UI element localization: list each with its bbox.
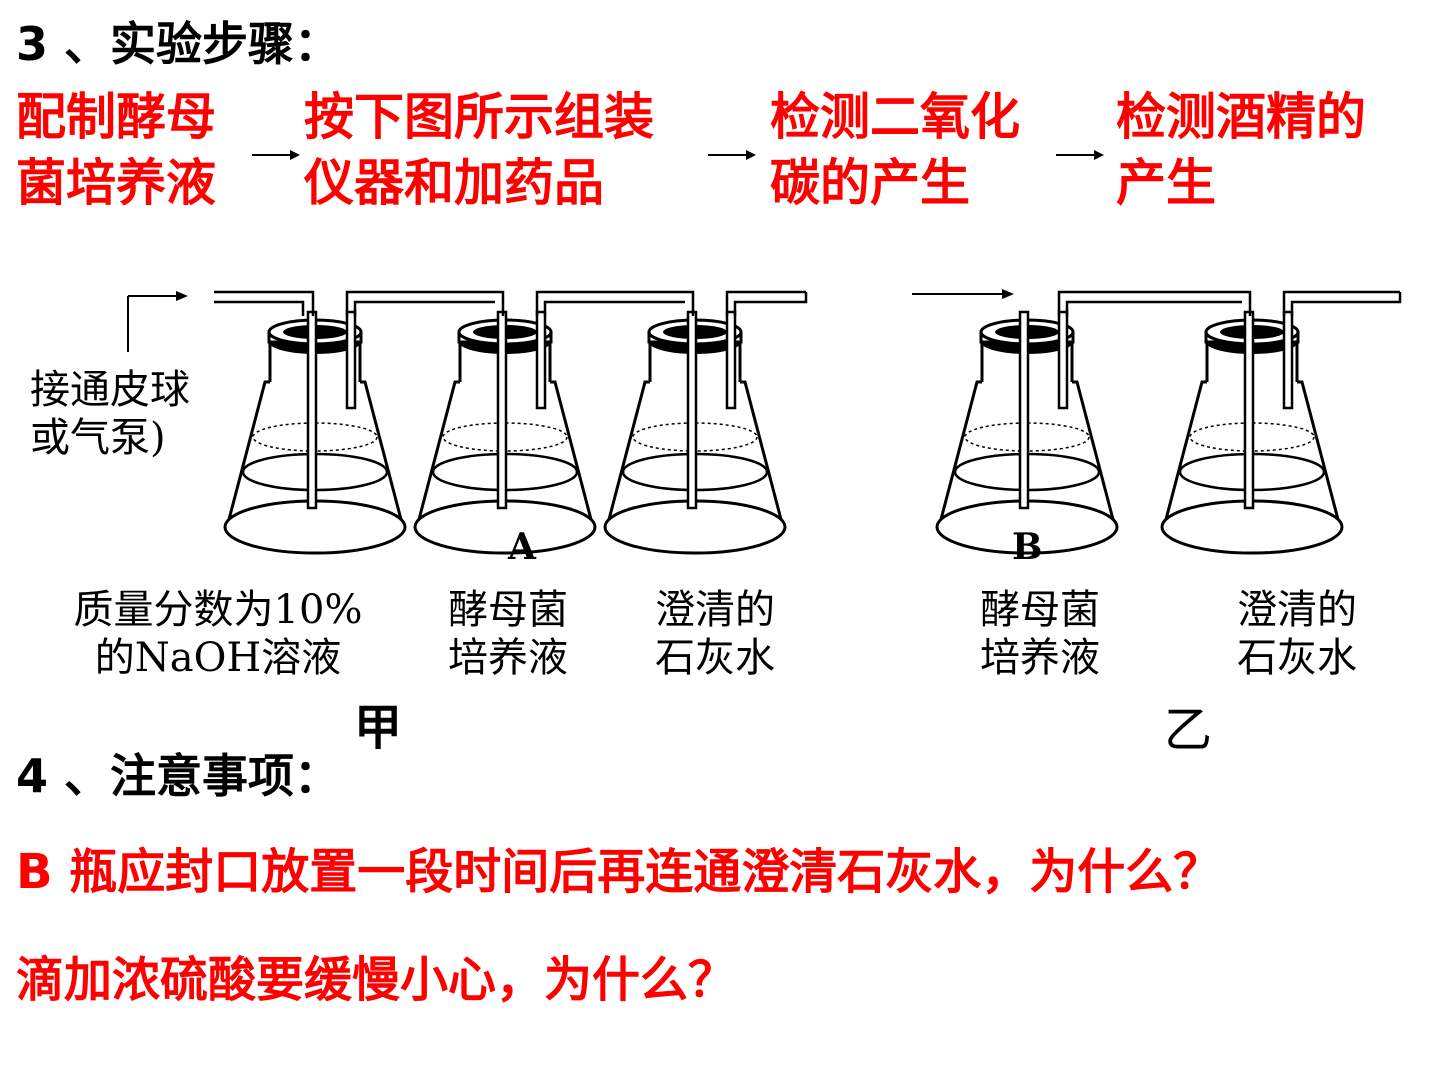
- set-jia-label: 甲: [354, 700, 403, 756]
- step-1: 配制酵母 菌培养液: [16, 88, 216, 212]
- flow-arrow-icon: [708, 150, 756, 160]
- flask-a-mark: A: [508, 526, 536, 568]
- flow-arrow-icon: [1056, 150, 1104, 160]
- label-limewater-jia: 澄清的 石灰水: [655, 587, 775, 681]
- flask-naoh: [223, 310, 407, 555]
- pump-label: 接通皮球 或气泵): [30, 367, 190, 461]
- flask-limewater-yi: [1160, 310, 1344, 555]
- label-limewater-yi: 澄清的 石灰水: [1237, 587, 1357, 681]
- step-4: 检测酒精的 产生: [1116, 88, 1366, 212]
- set-yi-label: 乙: [1164, 702, 1213, 758]
- pump-arrow-icon: [127, 291, 188, 352]
- step-2: 按下图所示组装 仪器和加药品: [304, 88, 654, 212]
- flask-limewater-jia: [603, 310, 787, 555]
- notes-heading: 4 、注意事项：: [16, 749, 341, 803]
- inlet-arrow-icon: [912, 289, 1014, 299]
- tubing-yi: [1057, 290, 1402, 316]
- note-2: 滴加浓硫酸要缓慢小心，为什么？: [16, 952, 737, 1008]
- label-yeast-jia: 酵母菌 培养液: [448, 587, 568, 681]
- flask-b-mark: B: [1012, 526, 1043, 568]
- note-1: B 瓶应封口放置一段时间后再连通澄清石灰水，为什么？: [16, 844, 1222, 900]
- steps-heading: 3 、实验步骤：: [16, 17, 341, 71]
- step-3: 检测二氧化 碳的产生: [770, 88, 1020, 212]
- tubing-jia: [214, 290, 808, 316]
- flask-a: [413, 310, 597, 555]
- flow-arrow-icon: [252, 150, 300, 160]
- label-naoh: 质量分数为10% 的NaOH溶液: [73, 587, 363, 681]
- label-yeast-yi: 酵母菌 培养液: [980, 587, 1100, 681]
- apparatus-diagram: [127, 289, 1402, 555]
- flask-b: [935, 310, 1119, 555]
